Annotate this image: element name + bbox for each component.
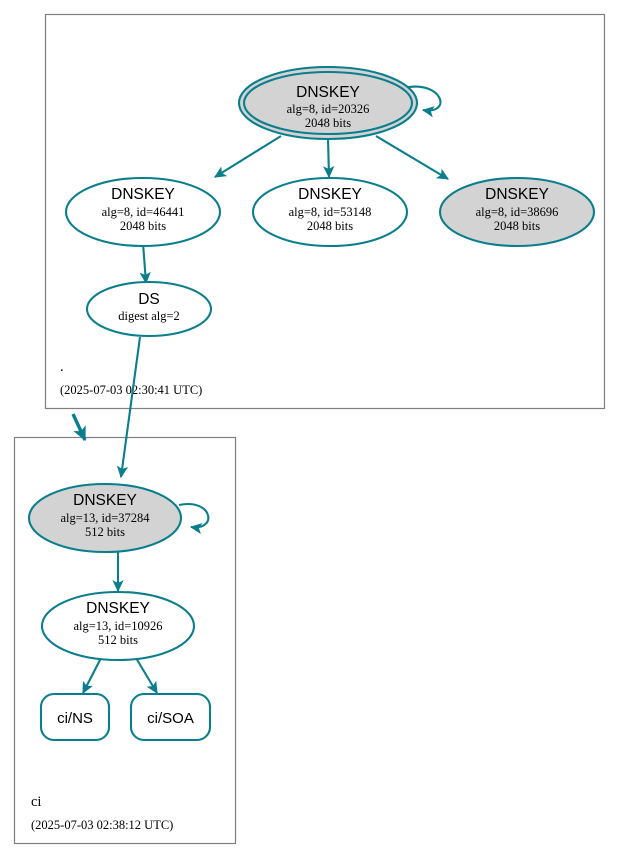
zone-cluster-ci: ci (2025-07-03 02:38:12 UTC) [13, 436, 237, 845]
node-detail-alg: alg=13, id=10926 [73, 619, 162, 633]
edge-ci-zsk-to-soa [135, 657, 158, 694]
node-detail-size: 2048 bits [494, 219, 540, 233]
zone-cluster-root: . (2025-07-03 02:30:41 UTC) [44, 13, 606, 410]
node-detail-alg: alg=8, id=38696 [476, 205, 559, 219]
node-ci-ksk-37284[interactable]: DNSKEY alg=13, id=37284 512 bits [27, 482, 183, 554]
node-title: DNSKEY [298, 186, 362, 203]
node-outline [438, 176, 596, 248]
node-detail-size: 2048 bits [307, 219, 353, 233]
node-title: DNSKEY [111, 186, 175, 203]
node-outline [85, 280, 213, 338]
node-title: ci/NS [57, 710, 93, 727]
edge-group-ci [82, 502, 210, 694]
edge-self-loop-root-ksk [402, 85, 442, 118]
zone-timestamp-root: (2025-07-03 02:30:41 UTC) [60, 383, 202, 397]
node-ci-zsk-10926[interactable]: DNSKEY alg=13, id=10926 512 bits [40, 590, 196, 662]
node-title: DNSKEY [73, 492, 137, 509]
node-ci-soa[interactable]: ci/SOA [129, 692, 212, 742]
node-root-zsk-38696[interactable]: DNSKEY alg=8, id=38696 2048 bits [438, 176, 596, 248]
node-title: DS [138, 291, 160, 308]
zone-timestamp-ci: (2025-07-03 02:38:12 UTC) [31, 818, 173, 832]
node-detail-alg: alg=13, id=37284 [60, 511, 150, 525]
node-outline-inner [242, 70, 414, 136]
node-detail-size: 2048 bits [120, 219, 166, 233]
edge-root-ksk-to-zsk-53148 [323, 138, 335, 179]
node-outline [27, 482, 183, 554]
node-detail-size: 512 bits [85, 525, 125, 539]
node-root-zsk-46441[interactable]: DNSKEY alg=8, id=46441 2048 bits [64, 176, 222, 248]
node-root-ksk-20326[interactable]: DNSKEY alg=8, id=20326 2048 bits [237, 65, 419, 141]
zone-label-ci: ci [31, 794, 41, 810]
zone-box-root [44, 13, 606, 410]
node-root-zsk-53148[interactable]: DNSKEY alg=8, id=53148 2048 bits [251, 176, 409, 248]
node-outline [251, 176, 409, 248]
node-detail-alg: alg=8, id=53148 [289, 205, 372, 219]
node-ci-ns[interactable]: ci/NS [39, 692, 111, 742]
node-detail-digest: digest alg=2 [118, 309, 180, 323]
edge-root-ksk-to-zsk-46441 [214, 135, 282, 178]
node-detail-size: 512 bits [98, 633, 138, 647]
node-title: DNSKEY [86, 600, 150, 617]
node-title: DNSKEY [485, 186, 549, 203]
zone-box-ci [13, 436, 237, 845]
node-outline [40, 590, 196, 662]
edge-ci-zsk-to-ns [82, 657, 102, 694]
node-title: ci/SOA [147, 710, 194, 727]
edge-self-loop-ci-ksk [178, 502, 210, 535]
edge-root-ksk-to-zsk-38696 [375, 135, 449, 180]
edge-root-ds-to-ci-ksk [116, 336, 142, 479]
edge-group-root [139, 85, 449, 285]
node-outline [39, 692, 111, 742]
node-root-ds[interactable]: DS digest alg=2 [85, 280, 213, 338]
node-detail-alg: alg=8, id=20326 [287, 102, 370, 116]
edge-root-zsk-46441-to-ds [139, 242, 151, 285]
node-outline [64, 176, 222, 248]
node-outline [129, 692, 212, 742]
node-detail-size: 2048 bits [305, 116, 351, 130]
zone-label-root: . [60, 359, 64, 375]
edge-group-cross-zone [71, 336, 142, 479]
edge-delegation-root-to-ci [71, 413, 87, 442]
node-detail-alg: alg=8, id=46441 [102, 205, 185, 219]
node-title: DNSKEY [296, 84, 360, 101]
